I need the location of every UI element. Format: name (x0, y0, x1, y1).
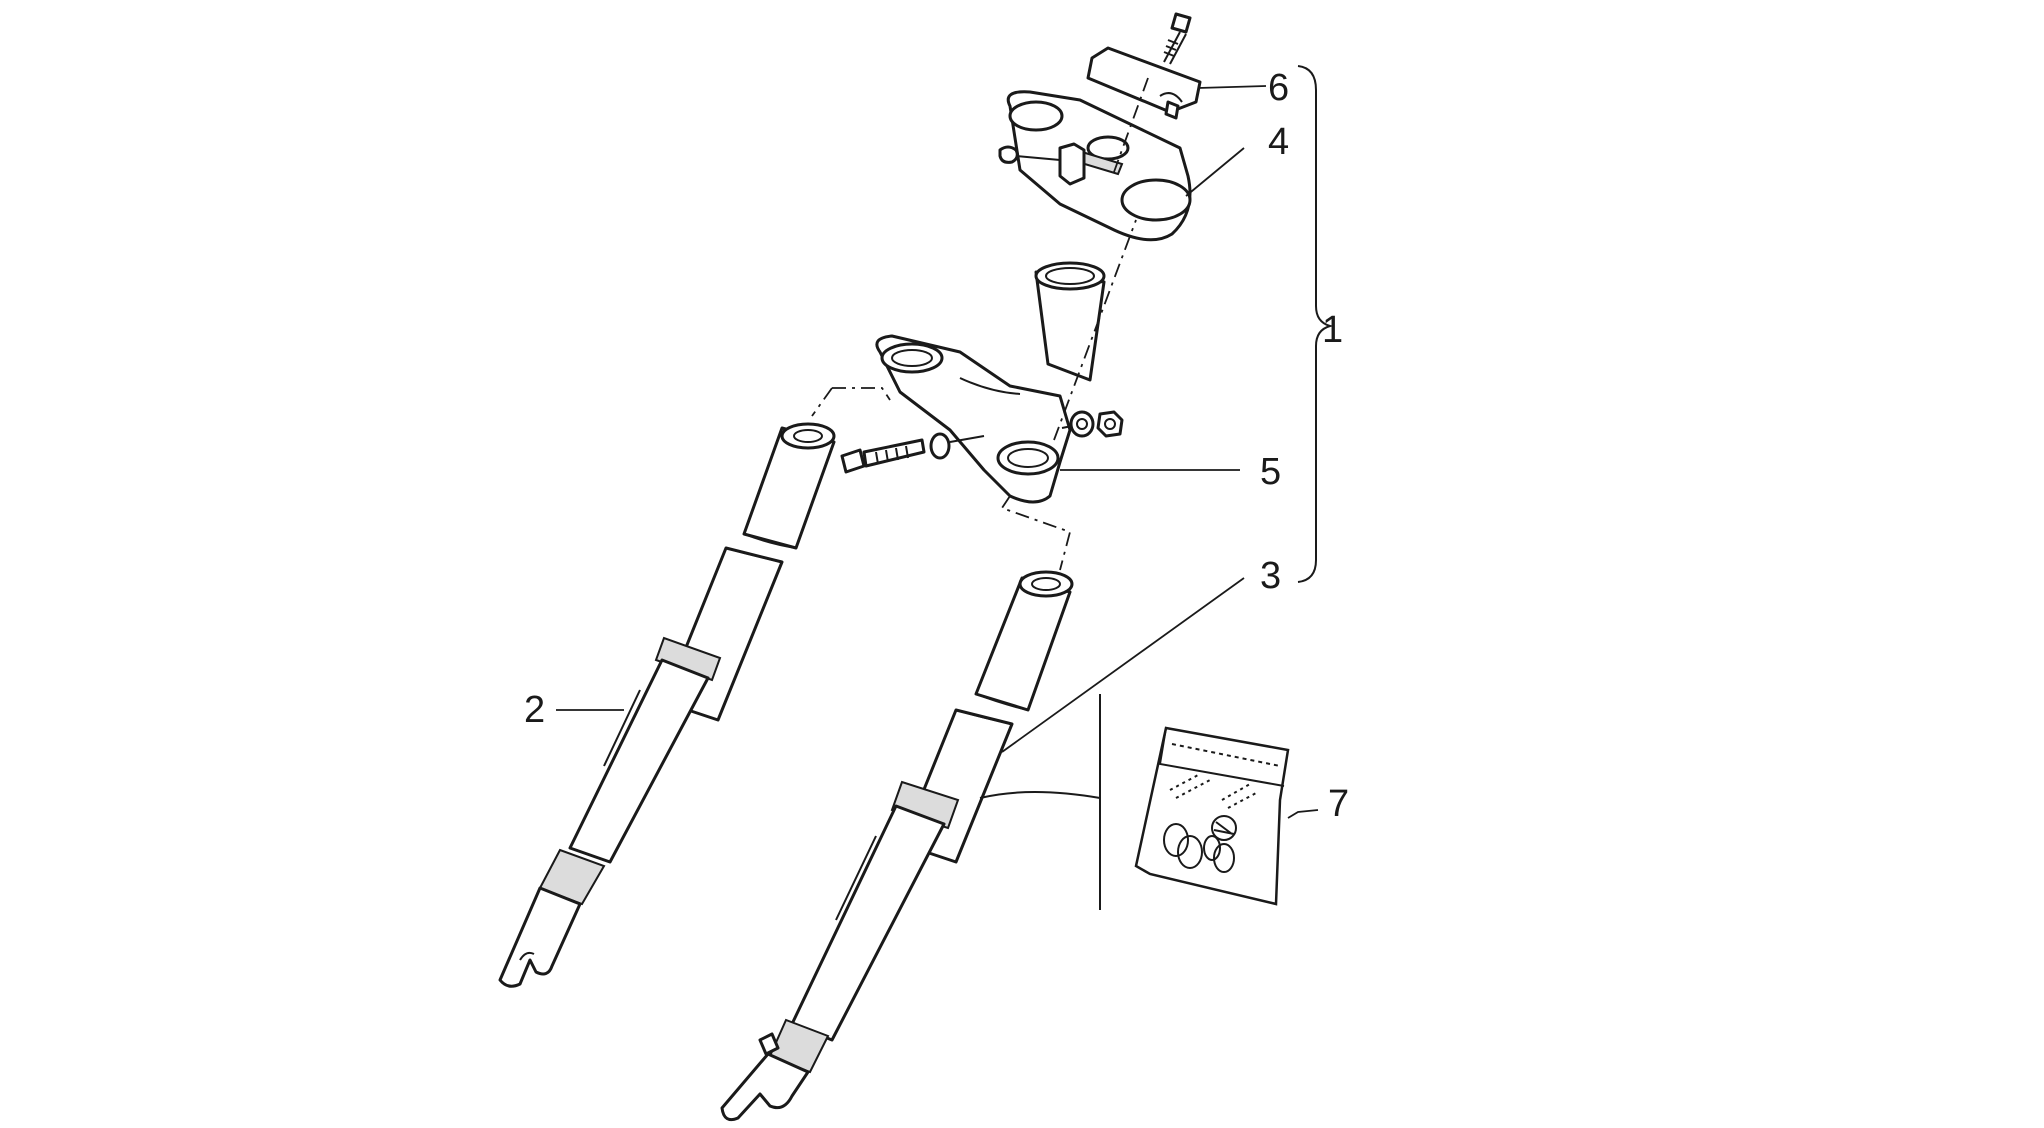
lower-triple-clamp (875, 334, 1072, 504)
upper-triple-clamp (998, 90, 1192, 242)
steering-stem (1034, 261, 1106, 382)
left-fork-leg (498, 422, 836, 988)
callout-7: 7 (1328, 783, 1349, 825)
left-tube-axis (832, 387, 891, 401)
clamp-axis (1113, 77, 1149, 173)
stem-axis (1053, 219, 1137, 441)
leader-7 (1287, 809, 1319, 819)
callout-3: 3 (1260, 555, 1281, 597)
clamp-bolt (1163, 12, 1192, 65)
pinch-bolt (840, 432, 985, 474)
callout-5: 5 (1260, 451, 1281, 493)
callout-1: 1 (1322, 309, 1343, 351)
seal-kit-bag (979, 694, 1290, 910)
leader-6 (1197, 85, 1267, 89)
handlebar-clamp (1086, 46, 1202, 120)
nut-and-washer (1061, 410, 1124, 438)
callout-4: 4 (1268, 121, 1289, 163)
right-fork-leg (720, 570, 1074, 1122)
leader-4 (1185, 147, 1245, 197)
callout-2: 2 (524, 689, 545, 731)
callout-6: 6 (1268, 67, 1289, 109)
assembly-bracket (1297, 65, 1334, 583)
left-tube-axis-lower (811, 387, 833, 417)
right-tube-axis (1000, 495, 1072, 571)
leader-3 (1001, 577, 1245, 753)
